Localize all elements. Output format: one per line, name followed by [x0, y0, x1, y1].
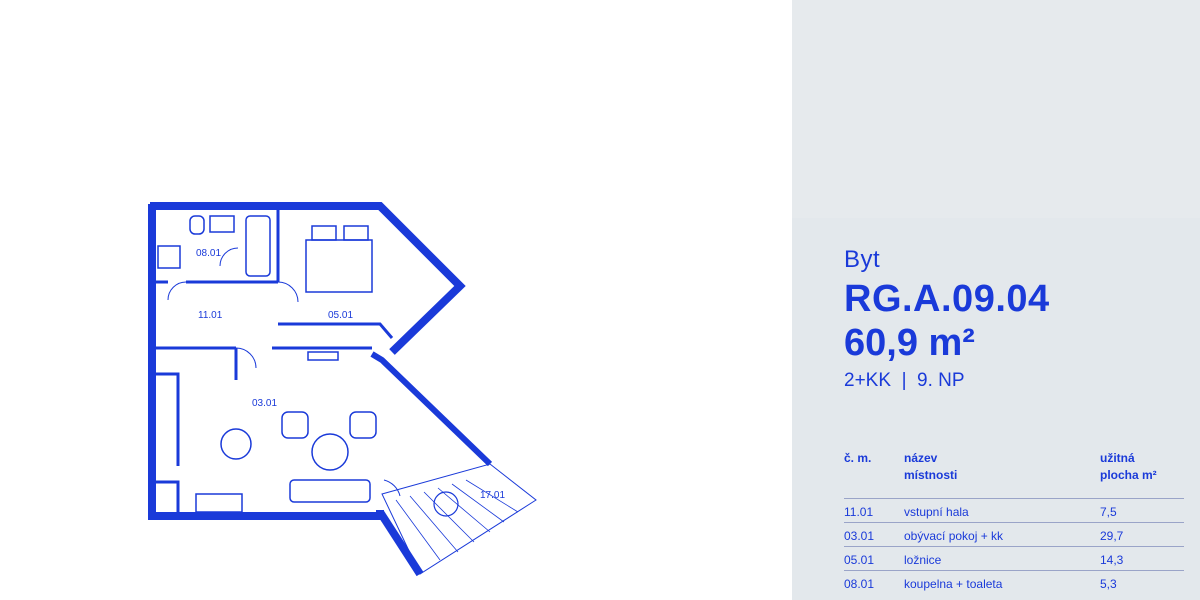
- unit-type: 2+KK | 9. NP: [844, 370, 965, 391]
- kitchen-counter: [195, 493, 243, 513]
- door-arc: [277, 281, 299, 303]
- round-table: [311, 433, 349, 471]
- table-row: 11.01 vstupní hala 7,5: [844, 498, 1184, 523]
- armchair: [349, 411, 377, 439]
- table-header-number: č. m.: [844, 451, 872, 465]
- bathtub: [245, 215, 271, 277]
- interior-wall: [278, 322, 394, 339]
- table-row: 03.01 obývací pokoj + kk 29,7: [844, 522, 1184, 547]
- info-panel: Byt RG.A.09.04 60,9 m² 2+KK | 9. NP č. m…: [792, 0, 1200, 600]
- outer-wall: [148, 204, 384, 520]
- floor-plan: 08.01 11.01 05.01 03.01 17.01: [148, 202, 537, 577]
- pillow: [343, 225, 369, 241]
- floor-plan-area: 08.01 11.01 05.01 03.01 17.01: [148, 202, 537, 577]
- door-arc: [219, 247, 239, 267]
- table-header-area: užitná plocha m²: [1100, 451, 1157, 482]
- interior-wall: [152, 372, 180, 466]
- room-label: 17.01: [480, 490, 505, 501]
- room-label: 05.01: [328, 310, 353, 321]
- bed: [305, 239, 373, 293]
- unit-label: Byt: [844, 246, 881, 273]
- outer-wall-right: [370, 351, 493, 467]
- panel-lower: [792, 218, 1200, 600]
- armchair: [281, 411, 309, 439]
- dining-table: [220, 428, 252, 460]
- washbasin: [209, 215, 235, 233]
- toilet: [189, 215, 205, 235]
- table-row: 05.01 ložnice 14,3: [844, 546, 1184, 571]
- balcony-hatch: [395, 479, 519, 561]
- tv-unit: [307, 351, 339, 361]
- door-arc: [167, 281, 187, 301]
- outer-wall-top: [150, 202, 466, 355]
- pillow: [311, 225, 337, 241]
- sofa: [289, 479, 371, 503]
- balcony-wall: [376, 509, 424, 577]
- unit-id: RG.A.09.04: [844, 278, 1050, 320]
- room-label: 11.01: [198, 310, 223, 321]
- table-header-name: název místnosti: [904, 451, 958, 482]
- unit-area: 60,9 m²: [844, 322, 975, 364]
- balcony-table: [433, 491, 459, 517]
- panel-top-band: [792, 0, 1200, 218]
- room-label: 08.01: [196, 248, 221, 259]
- table-row: 08.01 koupelna + toaleta 5,3: [844, 570, 1184, 595]
- room-label: 03.01: [252, 398, 277, 409]
- washing-machine: [157, 245, 181, 269]
- door-arc: [235, 347, 257, 369]
- balcony-door-arc: [383, 479, 401, 497]
- balcony-outline: [381, 463, 537, 575]
- interior-wall: [152, 480, 180, 516]
